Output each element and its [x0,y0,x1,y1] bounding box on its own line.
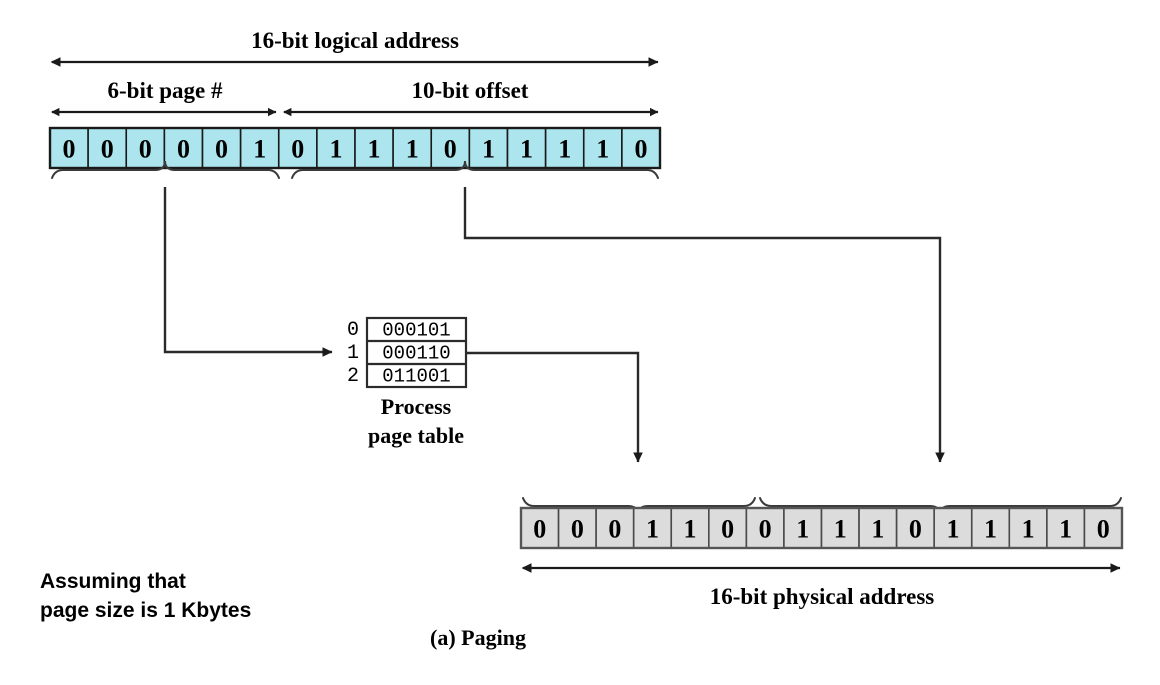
assumption-note-line1: Assuming that [40,570,186,593]
logical-bit-value: 0 [63,135,76,164]
physical-bit-value: 0 [571,515,584,544]
page-table-title-line1: Process [381,394,452,419]
physical-bit-value: 1 [946,515,959,544]
physical-bit-value: 0 [759,515,772,544]
physical-bit-value: 0 [909,515,922,544]
page-table-row-index: 2 [347,365,359,388]
physical-bit-value: 1 [796,515,809,544]
logical-bit-value: 1 [368,135,381,164]
logical-row-frame [48,126,662,170]
figure-caption: (a) Paging [430,625,526,650]
logical-bit-value: 0 [291,135,304,164]
logical-bit-value: 1 [558,135,571,164]
physical-bit-cell [970,507,1011,549]
logical-bit-cell [506,127,547,169]
physical-bit-cell [670,507,710,549]
page-table-entry-value: 000110 [382,343,450,365]
physical-bit-value: 0 [721,515,734,544]
logical-bit-value: 1 [253,135,266,164]
logical-bit-cell [621,127,661,169]
logical-address-title: 16-bit logical address [251,28,459,53]
logical-bit-cell [468,127,509,169]
logical-bit-cell [316,127,356,169]
logical-bit-value: 0 [444,135,457,164]
physical-bit-value: 1 [984,515,997,544]
logical-bit-value: 0 [101,135,114,164]
logical-bit-value: 0 [177,135,190,164]
physical-bit-value: 0 [533,515,546,544]
logical-bit-cell [49,127,89,169]
physical-bit-value: 1 [1022,515,1035,544]
page-table-box [365,316,468,389]
page-table-entry-value: 000101 [382,320,450,342]
page-table-row-index: 0 [347,319,359,342]
logical-bit-value: 1 [329,135,342,164]
process-page-table[interactable]: 000101 0 000110 1 011001 2 [347,316,468,389]
page-table-row-index: 1 [347,342,359,365]
logical-bit-value: 0 [634,135,647,164]
physical-bit-value: 1 [646,515,659,544]
frame-number-to-physical-connector [467,351,643,463]
physical-address-title: 16-bit physical address [710,584,935,609]
physical-bit-value: 1 [834,515,847,544]
offset-brace-icon [291,160,659,179]
assumption-note-line2: page size is 1 Kbytes [40,599,251,622]
logical-bit-value: 1 [482,135,495,164]
logical-bit-value: 1 [596,135,609,164]
logical-bit-value: 1 [520,135,533,164]
page-number-field-label: 6-bit page # [108,78,224,103]
offset-to-physical-connector [463,187,945,463]
physical-row-frame [519,506,1124,550]
page-table-title-line2: page table [368,423,464,448]
physical-bit-value: 0 [1097,515,1110,544]
physical-bit-value: 1 [871,515,884,544]
logical-bit-value: 0 [215,135,228,164]
physical-bit-value: 1 [1059,515,1072,544]
logical-bit-value: 0 [139,135,152,164]
page-number-to-page-table-connector [163,187,333,357]
physical-bit-cell [933,507,973,549]
offset-field-label: 10-bit offset [412,78,529,103]
logical-bit-cell [582,127,623,169]
logical-bit-value: 1 [406,135,419,164]
physical-bit-value: 0 [608,515,621,544]
page-number-brace-icon [51,160,280,179]
page-table-entry-value: 011001 [382,366,450,388]
physical-bit-value: 1 [684,515,697,544]
logical-bit-cell [125,127,166,169]
